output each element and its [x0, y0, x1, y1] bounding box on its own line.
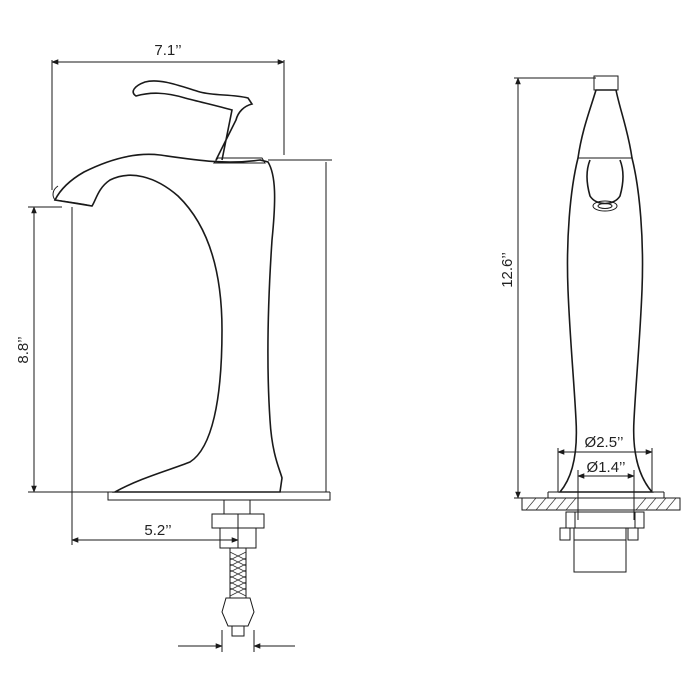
- mounting-shank: [223, 499, 251, 515]
- hose-connector: [221, 597, 255, 627]
- spout-tip: [52, 185, 93, 207]
- handle-base: [212, 157, 266, 164]
- spout-height-label: 8.8’’: [15, 336, 32, 363]
- front-view: Ø2.5’’ Ø1.4’’ 12.6’’: [499, 75, 681, 573]
- countertop-section: [521, 491, 681, 511]
- aerator: [586, 159, 624, 205]
- base-plate: [107, 492, 331, 501]
- base-diameter-label: Ø2.5’’: [585, 434, 624, 451]
- hole-diameter-label: Ø1.4’’: [587, 459, 626, 476]
- supply-hose: [229, 547, 247, 599]
- handle-lever: [132, 80, 254, 161]
- spout-reach-label: 5.2’’: [144, 522, 171, 539]
- faucet-body-outline: [53, 153, 283, 493]
- front-body-outline: [558, 89, 654, 493]
- side-view: 7.1’’ 8.8’’ 5.2’’: [15, 42, 332, 652]
- handle-cap: [593, 75, 619, 91]
- front-shank: [573, 527, 627, 573]
- overall-height-label: 12.6’’: [499, 252, 516, 288]
- overall-width-label: 7.1’’: [154, 42, 181, 59]
